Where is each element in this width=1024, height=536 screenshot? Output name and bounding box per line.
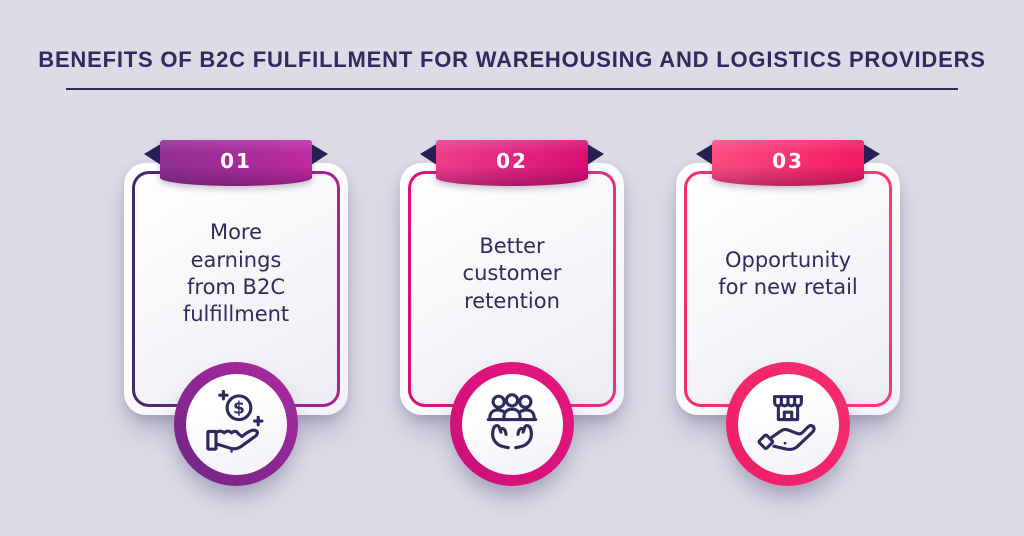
card-body: Better customer retention [400,163,624,415]
card-number: 02 [496,148,528,173]
card-text: Better customer retention [462,234,562,313]
storefront-hand-icon [757,395,816,451]
page-title: BENEFITS OF B2C FULFILLMENT FOR WAREHOUS… [38,47,986,72]
icon-circle-inner [737,373,839,475]
icon-circle-inner [461,373,563,475]
card-text: More earnings from B2C fulfillment [182,220,290,327]
ribbon-badge: 03 [712,140,864,186]
icon-circle [450,362,574,486]
icon-circle-inner: $ [185,373,287,475]
benefit-card-1: More earnings from B2C fulfillment 01 $ [124,140,348,492]
cards-row: More earnings from B2C fulfillment 01 $ [0,140,1024,492]
icon-circle [726,362,850,486]
ribbon-badge: 01 [160,140,312,186]
benefit-card-3: Opportunity for new retail 03 [676,140,900,492]
icon-circle: $ [174,362,298,486]
header: BENEFITS OF B2C FULFILLMENT FOR WAREHOUS… [0,0,1024,90]
svg-text:$: $ [233,399,245,419]
title-underline [66,88,958,90]
hand-coin-icon: $ [206,389,264,453]
benefit-card-2: Better customer retention 02 [400,140,624,492]
customer-group-hands-icon [486,393,538,450]
ribbon-badge: 02 [436,140,588,186]
card-number: 01 [220,148,252,173]
card-text: Opportunity for new retail [718,247,858,299]
card-number: 03 [772,148,804,173]
card-border: Better customer retention [408,171,616,407]
